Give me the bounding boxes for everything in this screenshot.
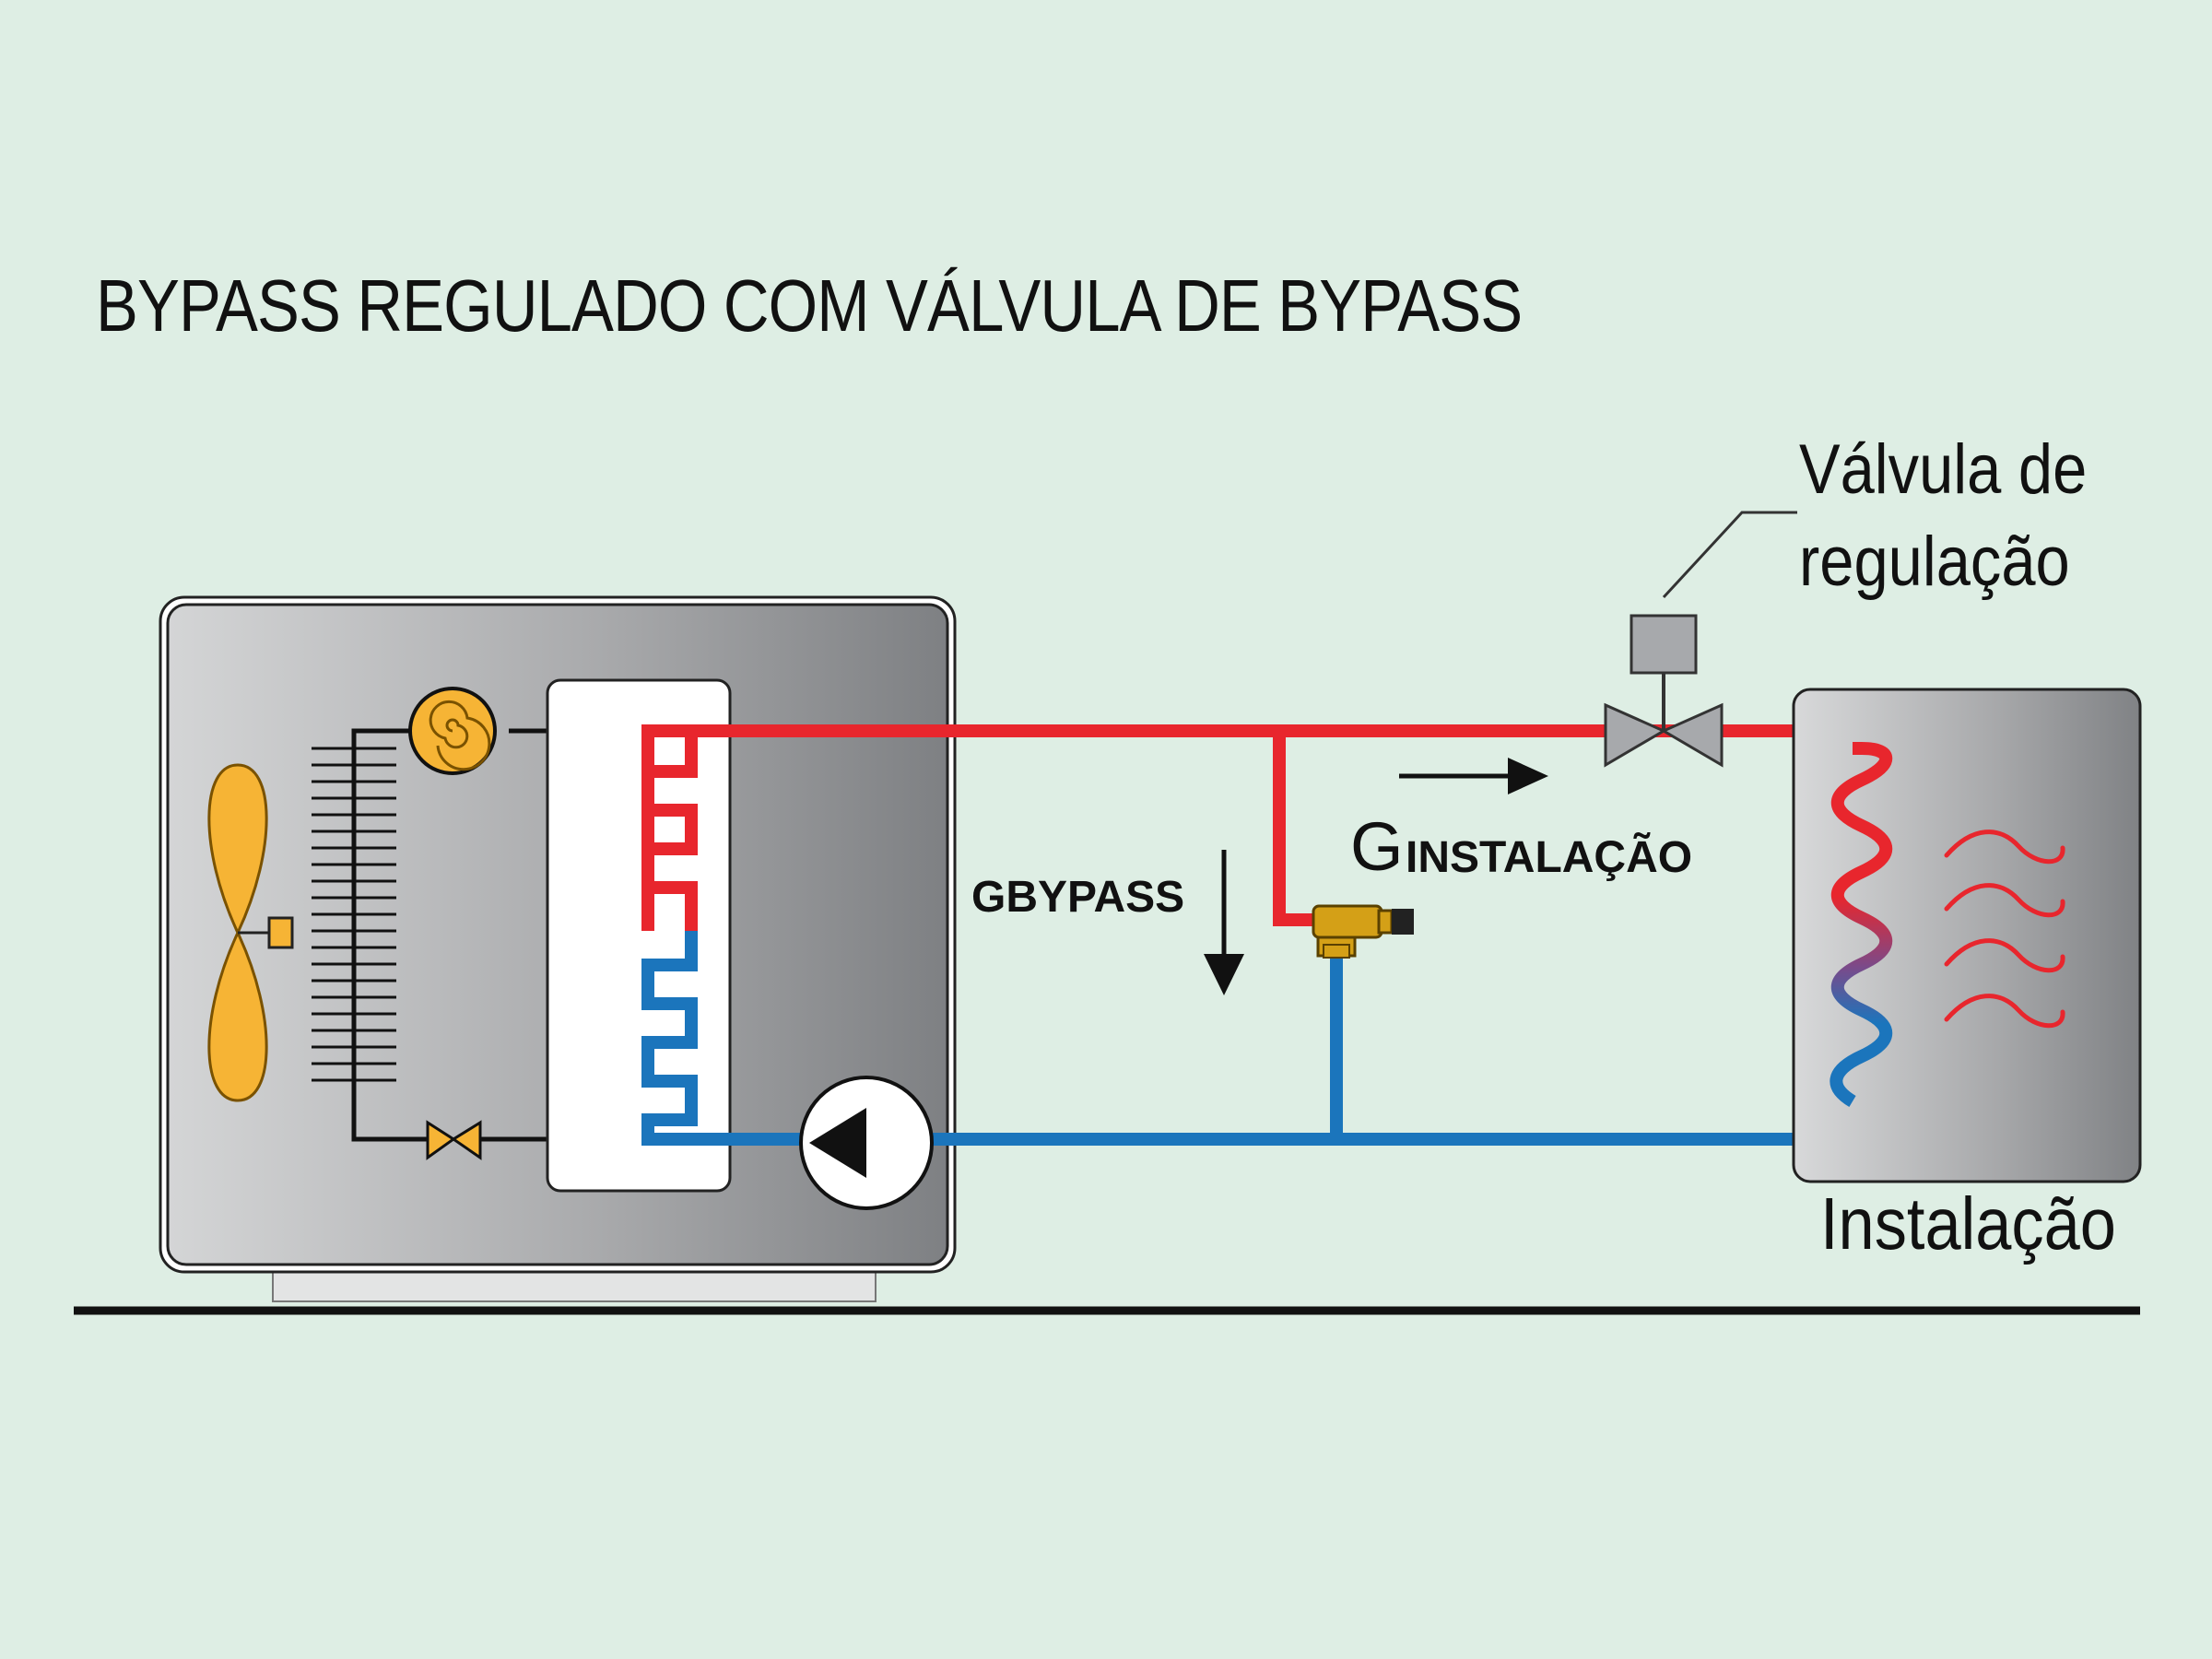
regulating-valve-label-line1: Válvula de: [1799, 430, 2088, 509]
diagram-title: BYPASS REGULADO COM VÁLVULA DE BYPASS: [96, 265, 1523, 347]
regulating-valve-label: Válvula de regulação: [1799, 424, 2087, 608]
fan-icon: [207, 763, 294, 1102]
g-installation-symbol: G: [1350, 808, 1404, 885]
flow-arrow-installation-icon: [1399, 758, 1548, 794]
bypass-valve-icon: [1312, 904, 1414, 959]
regulating-valve-label-line2: regulação: [1799, 523, 2070, 601]
gbypass-label: GBYPASS: [971, 873, 1185, 922]
compressor-icon: [408, 687, 497, 775]
heat-waves-icon: [1944, 830, 2065, 1029]
installation-tank: [1792, 688, 2142, 1183]
circulation-pump-icon: [799, 1076, 934, 1210]
g-installation-subscript: INSTALAÇÃO: [1406, 833, 1693, 882]
installation-label: Instalação: [1820, 1182, 2116, 1265]
regulating-valve-icon: [1604, 511, 1797, 768]
flow-arrow-bypass-icon: [1204, 850, 1244, 995]
heat-exchanger: [546, 678, 732, 1193]
installation-coil: [1830, 742, 1893, 1108]
expansion-valve-icon: [426, 1120, 482, 1160]
